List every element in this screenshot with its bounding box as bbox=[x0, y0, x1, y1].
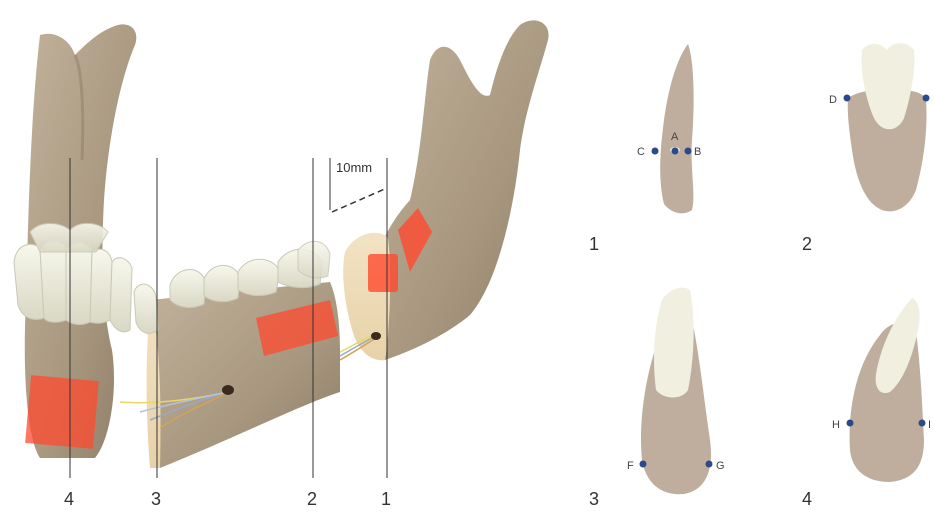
mental-foramen bbox=[222, 385, 234, 395]
point-B bbox=[685, 148, 692, 155]
section-3-tooth bbox=[654, 288, 694, 398]
label-A: A bbox=[671, 131, 679, 143]
label-C: C bbox=[637, 146, 645, 158]
point-C bbox=[652, 148, 659, 155]
mandibular-foramen bbox=[371, 332, 381, 340]
right-ramus bbox=[370, 20, 549, 360]
point-G bbox=[706, 461, 713, 468]
point-I bbox=[919, 420, 926, 427]
cross-section-1: A B C bbox=[637, 44, 701, 213]
label-G: G bbox=[716, 460, 725, 472]
cross-section-2: D bbox=[829, 43, 930, 211]
highlight-patch-1b bbox=[368, 254, 398, 292]
cut-label-2: 2 bbox=[307, 489, 317, 509]
label-F: F bbox=[627, 460, 634, 472]
label-B: B bbox=[694, 146, 701, 158]
label-D: D bbox=[829, 94, 837, 106]
cut-labels: 4 3 2 1 bbox=[64, 489, 391, 509]
measurement-label: 10mm bbox=[336, 160, 372, 175]
section-number-1: 1 bbox=[589, 234, 599, 254]
cut-label-3: 3 bbox=[151, 489, 161, 509]
mandible-right-segment bbox=[340, 20, 549, 360]
section-number-2: 2 bbox=[802, 234, 812, 254]
point-D bbox=[844, 95, 851, 102]
mandible-middle-segment bbox=[120, 241, 340, 468]
cross-section-4: H I bbox=[832, 298, 931, 482]
point-F bbox=[640, 461, 647, 468]
point-A bbox=[672, 148, 679, 155]
section-1-shape bbox=[660, 44, 693, 213]
cross-section-3: F G bbox=[627, 288, 725, 495]
highlight-patch-4 bbox=[25, 375, 99, 449]
label-I: I bbox=[928, 419, 931, 431]
mandible-left-segment bbox=[14, 24, 136, 458]
section-number-3: 3 bbox=[589, 489, 599, 509]
measurement-dashed-line bbox=[332, 188, 387, 212]
point-H bbox=[847, 420, 854, 427]
cut-label-4: 4 bbox=[64, 489, 74, 509]
label-H: H bbox=[832, 419, 840, 431]
section-number-4: 4 bbox=[802, 489, 812, 509]
cut-label-1: 1 bbox=[381, 489, 391, 509]
point-D-right bbox=[923, 95, 930, 102]
